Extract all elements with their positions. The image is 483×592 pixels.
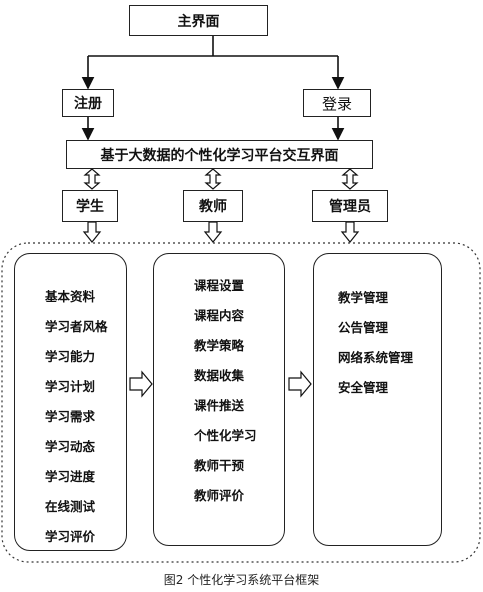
teacher-function-item: 数据收集 [194,368,245,383]
down-arrow-teacher [203,221,223,243]
login-box: 登录 [303,89,371,117]
teacher-function-item: 个性化学习 [194,428,257,443]
teacher-function-item: 课程设置 [194,278,245,293]
teacher-panel: 课程设置课程内容教学策略数据收集课件推送个性化学习教师干预教师评价 [153,253,285,546]
teacher-function-item: 教师评价 [194,488,245,503]
register-box: 注册 [62,89,114,117]
admin-panel: 教学管理公告管理网络系统管理安全管理 [313,253,442,546]
admin-function-item: 教学管理 [338,290,389,305]
outer-dashed-frame [1,242,481,563]
admin-function-list: 教学管理公告管理网络系统管理安全管理 [338,283,413,403]
figure-caption: 图2 个性化学习系统平台框架 [163,573,320,587]
student-function-item: 学习动态 [45,439,96,454]
student-function-item: 在线测试 [45,499,96,514]
admin-function-item: 公告管理 [338,320,389,335]
teacher-function-item: 课程内容 [194,308,245,323]
right-arrow-2 [288,370,312,398]
role-student-box: 学生 [62,190,118,222]
student-function-item: 学习评价 [45,529,96,544]
right-arrow-1 [129,370,153,398]
teacher-function-list: 课程设置课程内容教学策略数据收集课件推送个性化学习教师干预教师评价 [194,271,257,511]
double-arrow-admin [341,168,359,190]
main-interface-box: 主界面 [129,5,268,36]
double-arrow-student [83,168,101,190]
admin-function-item: 安全管理 [338,380,389,395]
student-function-item: 学习进度 [45,469,96,484]
teacher-function-item: 教学策略 [194,338,245,353]
double-arrow-teacher [204,168,222,190]
student-function-item: 学习需求 [45,409,96,424]
student-function-item: 基本资料 [45,289,96,304]
student-function-item: 学习能力 [45,349,96,364]
role-teacher-box: 教师 [183,190,243,222]
role-admin-box: 管理员 [312,190,388,222]
platform-box: 基于大数据的个性化学习平台交互界面 [66,140,373,169]
teacher-function-item: 教师干预 [194,458,245,473]
admin-function-item: 网络系统管理 [338,350,414,365]
down-arrow-student [82,221,102,243]
student-function-item: 学习者风格 [45,319,108,334]
teacher-function-item: 课件推送 [194,398,245,413]
student-function-list: 基本资料学习者风格学习能力学习计划学习需求学习动态学习进度在线测试学习评价 [45,282,108,552]
student-function-item: 学习计划 [45,379,96,394]
down-arrow-admin [340,221,360,243]
student-panel: 基本资料学习者风格学习能力学习计划学习需求学习动态学习进度在线测试学习评价 [14,253,127,551]
